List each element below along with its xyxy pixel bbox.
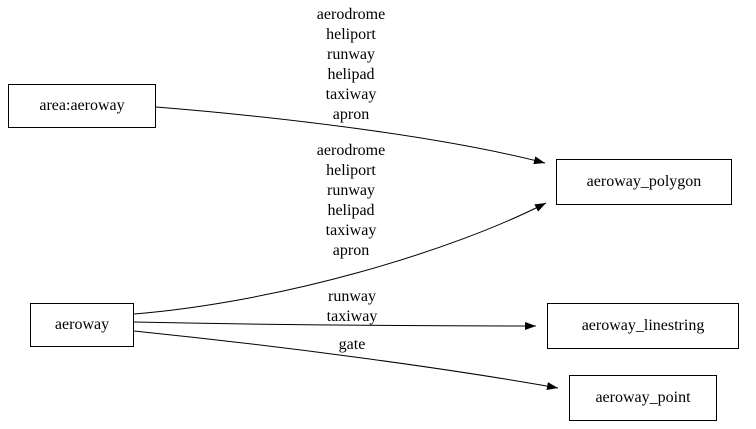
edge-label-line: apron [332, 106, 370, 123]
edge-label-line: gate [338, 336, 366, 353]
edge-label-line: apron [332, 242, 370, 259]
edge-label-line: helipad [327, 202, 375, 219]
edge-label-area-aeroway-to-polygon: aerodrome heliport runway helipad taxiwa… [271, 5, 431, 125]
edge-label-line: runway [327, 46, 375, 63]
node-area-aeroway: area:aeroway [8, 84, 156, 128]
edge-label-line: runway [328, 288, 376, 305]
edge-aeroway-to-aeroway-polygon [133, 202, 547, 315]
edge-label-line: taxiway [325, 222, 377, 239]
edge-label-line: aerodrome [316, 142, 386, 159]
edge-label-aeroway-to-linestring: runway taxiway [272, 287, 432, 327]
node-aeroway-linestring-label: aeroway_linestring [581, 317, 705, 334]
node-aeroway-polygon-label: aeroway_polygon [586, 173, 702, 190]
edge-label-line: heliport [326, 26, 376, 43]
node-aeroway: aeroway [30, 303, 134, 347]
edge-label-line: helipad [327, 66, 375, 83]
edge-label-aeroway-to-point: gate [272, 335, 432, 355]
edge-aeroway-to-aeroway-point [133, 330, 559, 391]
edge-label-line: runway [327, 182, 375, 199]
edge-label-line: heliport [326, 162, 376, 179]
node-aeroway-polygon: aeroway_polygon [556, 159, 732, 205]
node-aeroway-label: aeroway [54, 316, 110, 333]
edge-area-aeroway-to-aeroway-polygon [155, 106, 546, 165]
node-aeroway-point-label: aeroway_point [595, 389, 691, 406]
node-aeroway-point: aeroway_point [569, 375, 717, 421]
node-area-aeroway-label: area:aeroway [39, 97, 125, 114]
edge-aeroway-to-aeroway-linestring [133, 321, 537, 330]
edge-label-aeroway-to-polygon: aerodrome heliport runway helipad taxiwa… [271, 141, 431, 261]
node-aeroway-linestring: aeroway_linestring [547, 303, 739, 349]
edge-label-line: aerodrome [316, 6, 386, 23]
edge-label-line: taxiway [325, 86, 377, 103]
edge-label-line: taxiway [326, 308, 378, 325]
